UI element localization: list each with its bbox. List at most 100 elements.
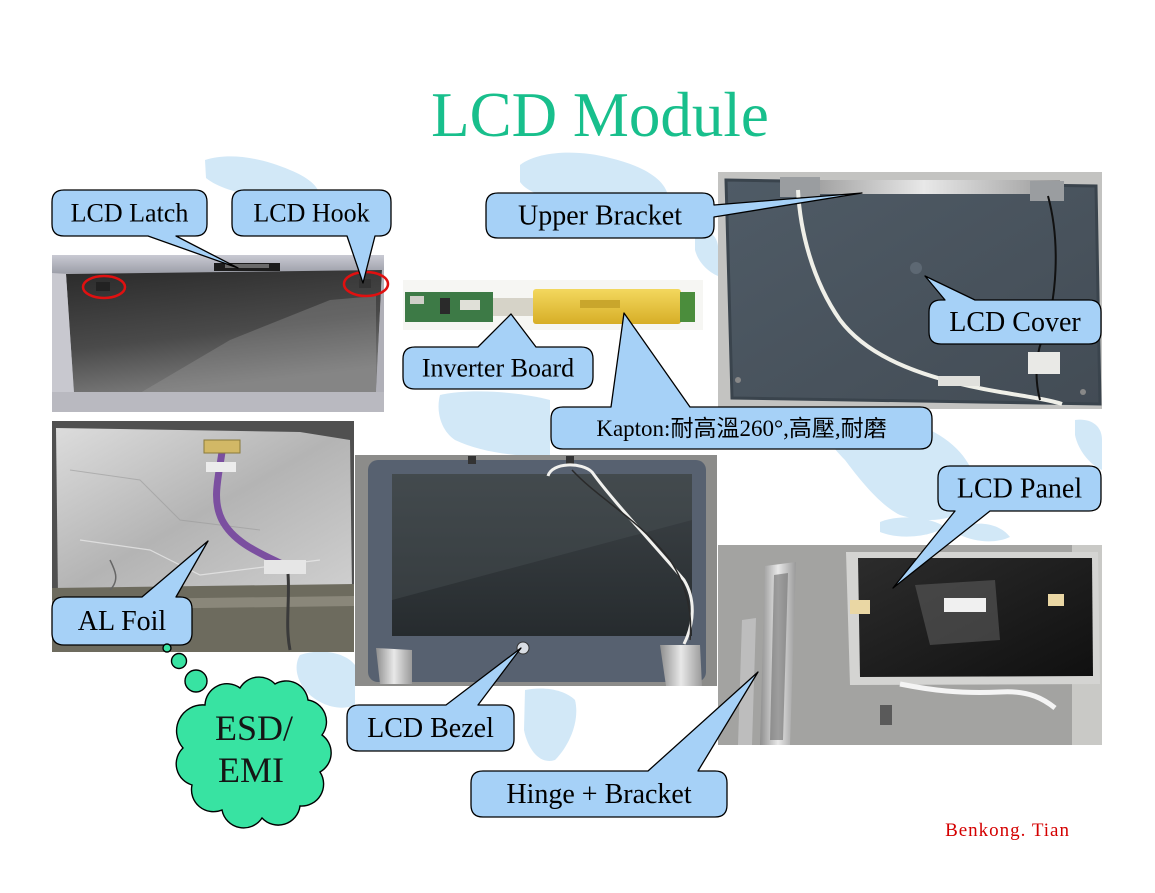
kapton-label [580,300,620,308]
callout-kapton: Kapton:耐高溫260°,高壓,耐磨 [550,312,933,450]
map-landmass [520,152,668,200]
al-foil-photo [52,421,354,652]
lcd-cover-photo [718,172,1102,409]
thought-dot-small [162,643,172,653]
upper-bracket-part [788,180,1060,194]
cover-screw [735,377,741,383]
panel-reflection [915,580,1000,645]
callout-al-foil: AL Foil [51,540,209,646]
foil-sticker [206,462,236,472]
lcd-bezel-photo [355,455,717,686]
cover-sticker [1028,352,1060,374]
pcb-component [460,300,480,310]
lcd-screen [66,270,382,393]
esd-emi-thought-cloud: ESD/ EMI [162,643,332,829]
callout-lcd-bezel: LCD Bezel [346,647,522,752]
callout-label: LCD Panel [957,474,1082,505]
foil-wrinkle [69,469,261,531]
cloud-text-line1: ESD/ [215,708,293,748]
inverter-photo [403,280,703,330]
left-hinge [376,648,412,684]
thought-dot-medium [170,652,188,670]
right-hinge-block [1030,181,1064,201]
purple-flex-cable [213,451,292,572]
callout-bubble [892,465,1102,589]
callout-label: Inverter Board [422,354,574,383]
callout-label: Upper Bracket [518,201,682,232]
right-hinge [660,645,702,686]
thin-cable [109,559,117,591]
callout-label: AL Foil [78,606,167,637]
panel-tape [850,600,870,614]
latch-hook-photo [52,255,390,412]
callout-label: Kapton:耐高溫260°,高壓,耐磨 [596,416,886,441]
callout-bubble [231,189,392,284]
dark-cable [571,469,692,641]
callout-bubble [402,313,594,390]
inverter-connector [680,292,695,322]
callout-inverter-board: Inverter Board [402,313,594,390]
cloud-text-line2: EMI [218,750,284,790]
left-hinge-block [780,177,820,197]
callout-bubble [470,671,759,818]
cover-sticker [938,376,980,386]
hook-highlight-circle-left [81,274,127,300]
aluminium-foil [56,428,352,596]
slide-title: LCD Module [431,80,769,150]
callout-bubble [550,312,933,450]
map-landmass [438,391,550,456]
cover-screw [1080,389,1086,395]
cover-spot [910,262,922,274]
lcd-hook-left [96,282,110,291]
bezel-screen [392,474,692,636]
white-cable [796,189,1063,406]
callout-upper-bracket: Upper Bracket [485,192,863,239]
callout-bubble [51,540,209,646]
right-bezel [376,270,384,412]
callout-lcd-latch: LCD Latch [51,189,239,269]
callout-label: LCD Bezel [367,713,494,744]
left-bezel [52,273,74,395]
map-landmass [960,523,1010,542]
map-landmass [524,688,577,761]
map-landmass [880,517,945,537]
panel-cable [899,681,1057,710]
map-landmass [695,231,718,276]
bezel-clip [468,456,476,464]
latch-metal [225,264,269,268]
lcd-hook-right [359,279,371,288]
panel-sticker [944,598,986,612]
callout-label: Hinge + Bracket [506,779,692,810]
cable-label [264,560,306,574]
inverter-flex [493,298,533,316]
callout-label: LCD Hook [253,199,369,228]
lcd-panel-hinge-photo [718,545,1102,745]
callout-bubble [924,275,1102,345]
flex-connector [203,439,241,454]
callout-bubble [51,189,239,269]
screen-reflection [392,474,692,600]
bottom-bezel [52,392,384,412]
bezel-clip [566,456,574,464]
callout-label: LCD Latch [71,199,189,228]
author-footer: Benkong. Tian [945,820,1070,841]
thought-dot-large [184,669,208,693]
callout-hinge-bracket: Hinge + Bracket [470,671,759,818]
hp-logo [516,641,530,655]
panel-connector [880,705,892,725]
callout-label: LCD Cover [949,307,1081,338]
white-cable [546,463,694,645]
callout-lcd-hook: LCD Hook [231,189,392,284]
panel-tape [1048,594,1064,606]
screen-reflection [140,296,376,393]
pcb-component [440,298,450,314]
map-landmass [1075,419,1102,470]
callout-lcd-panel: LCD Panel [892,465,1102,589]
dark-cable [286,573,292,651]
map-landmass [296,651,355,708]
foil-wrinkle [79,539,321,576]
bracket-slot [770,573,788,740]
pcb-component [410,296,424,304]
thought-cloud [175,676,332,829]
